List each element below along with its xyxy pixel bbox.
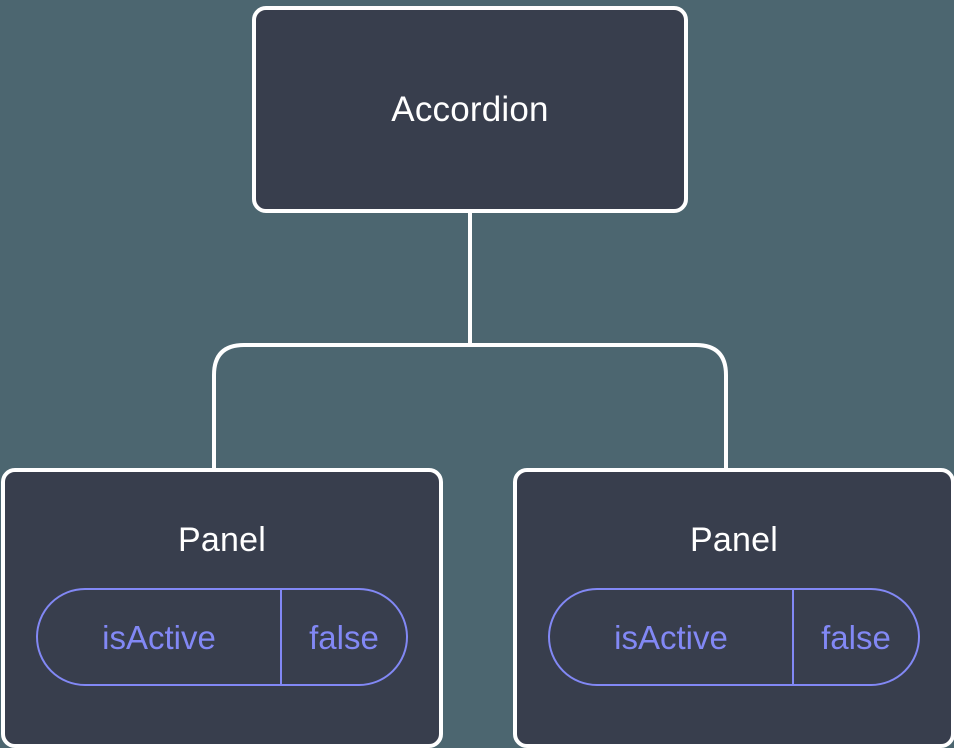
state-badge-panel-1[interactable]: isActive false bbox=[36, 588, 408, 686]
tree-node-panel-1-label: Panel bbox=[178, 521, 266, 559]
tree-node-panel-1[interactable]: Panel isActive false bbox=[1, 468, 443, 748]
state-badge-panel-1-value: false bbox=[309, 618, 379, 656]
tree-node-accordion-label: Accordion bbox=[391, 90, 549, 129]
state-badge-panel-2[interactable]: isActive false bbox=[548, 588, 920, 686]
state-badge-panel-2-value: false bbox=[821, 618, 891, 656]
connector-branch-left bbox=[212, 343, 470, 470]
tree-node-accordion[interactable]: Accordion bbox=[252, 6, 688, 213]
state-badge-panel-1-key: isActive bbox=[38, 590, 282, 684]
state-badge-panel-2-key: isActive bbox=[550, 590, 794, 684]
connector-branch-right bbox=[470, 343, 728, 470]
tree-node-panel-2[interactable]: Panel isActive false bbox=[513, 468, 954, 748]
tree-node-panel-2-label: Panel bbox=[690, 521, 778, 559]
